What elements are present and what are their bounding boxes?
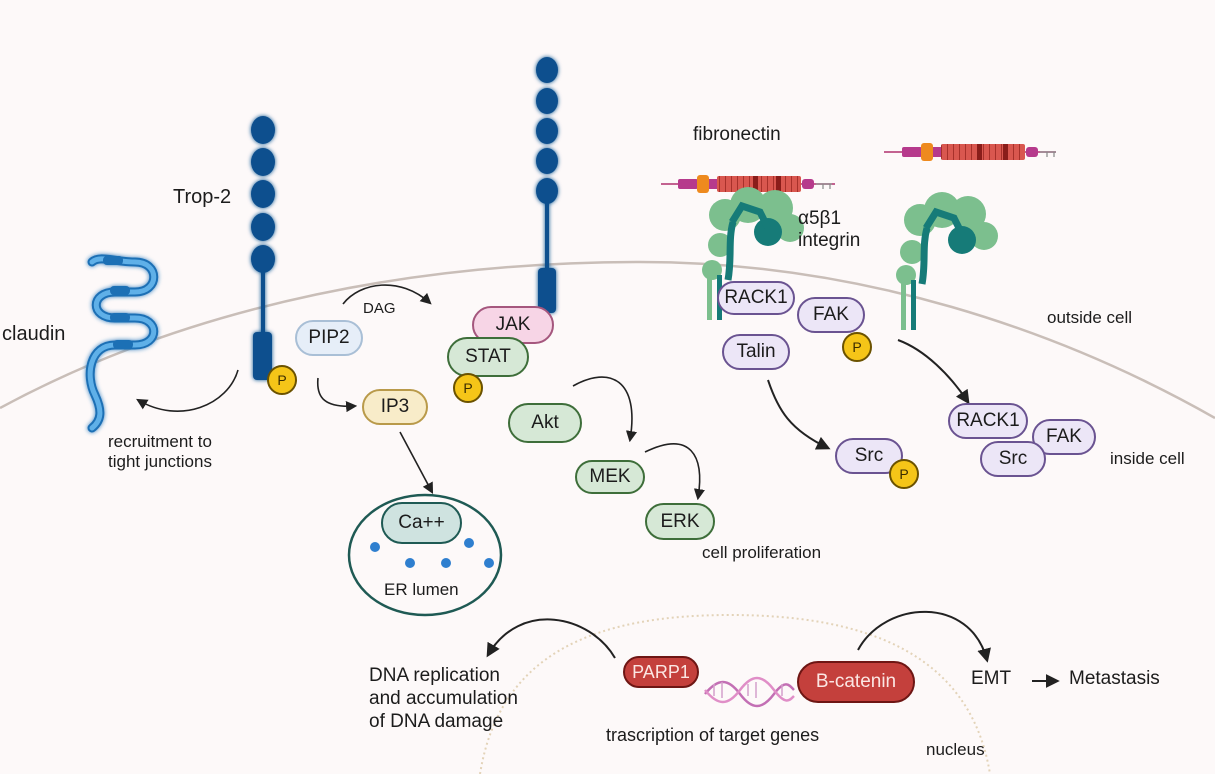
integrin-1: [702, 187, 804, 320]
arrow-pip2-to-ip3: [316, 377, 358, 413]
recruitment-label: recruitment to tight junctions: [108, 432, 212, 472]
trop2-receptor: [251, 116, 275, 380]
talin-node: Talin: [722, 334, 790, 370]
arrow-trop2-to-claudin: [136, 369, 239, 412]
phosphate-stat-icon: P: [453, 373, 483, 403]
transcription-label: trascription of target genes: [606, 725, 820, 745]
integrin-2: [896, 192, 998, 330]
fibronectin-1: [661, 175, 835, 193]
phosphate-trop2-icon: P: [267, 365, 297, 395]
phosphate-fak-icon: P: [842, 332, 872, 362]
arrow-fak-to-complex: [897, 339, 970, 405]
fak-complex-node: FAK: [1032, 419, 1096, 455]
arrow-nucleus-to-dna: [486, 618, 616, 659]
cytokine-receptor: [536, 57, 558, 313]
er-lumen-label: ER lumen: [384, 580, 459, 599]
claudin-protein: [85, 254, 159, 433]
emt-label: EMT: [971, 668, 1012, 689]
mek-node: MEK: [575, 460, 645, 494]
nucleus-envelope: [479, 613, 991, 774]
nucleus-label: nucleus: [926, 740, 985, 759]
cell-proliferation-label: cell proliferation: [702, 543, 822, 562]
rack1-membrane-node: RACK1: [717, 281, 795, 315]
integrin-label: α5β1 integrin: [798, 208, 861, 252]
arrow-mek-to-erk: [644, 443, 705, 501]
fibronectin-label: fibronectin: [693, 124, 781, 145]
bcatenin-node: B-catenin: [797, 661, 915, 703]
arrow-dag: [342, 284, 432, 305]
calcium-node: Ca++: [381, 502, 462, 544]
dag-label: DAG: [363, 300, 396, 317]
outside-cell-label: outside cell: [1047, 308, 1133, 327]
pip2-node: PIP2: [295, 320, 363, 356]
dna-replication-label: DNA replication and accumulation of DNA …: [369, 665, 518, 733]
erk-node: ERK: [645, 503, 715, 540]
claudin-label: claudin: [2, 323, 66, 345]
calcium-dots: [370, 538, 494, 568]
arrow-nucleus-to-emt: [857, 610, 991, 663]
src-complex-node: Src: [980, 441, 1046, 477]
parp1-node: PARP1: [623, 656, 699, 688]
inside-cell-label: inside cell: [1110, 449, 1185, 468]
arrow-talin-to-src: [767, 379, 831, 450]
arrow-ip3-to-er: [399, 431, 434, 494]
dna-helix-icon: [704, 676, 795, 708]
phosphate-src-icon: P: [889, 459, 919, 489]
ip3-node: IP3: [362, 389, 428, 425]
fak-membrane-node: FAK: [797, 297, 865, 333]
rack1-complex-node: RACK1: [948, 403, 1028, 439]
fibronectin-2: [884, 143, 1056, 161]
cell-membrane: [0, 260, 1215, 420]
arrow-stat-to-mek: [572, 376, 637, 443]
stat-node: STAT: [447, 337, 529, 377]
akt-node: Akt: [508, 403, 582, 443]
metastasis-label: Metastasis: [1069, 668, 1160, 689]
trop2-label: Trop-2: [173, 186, 232, 208]
